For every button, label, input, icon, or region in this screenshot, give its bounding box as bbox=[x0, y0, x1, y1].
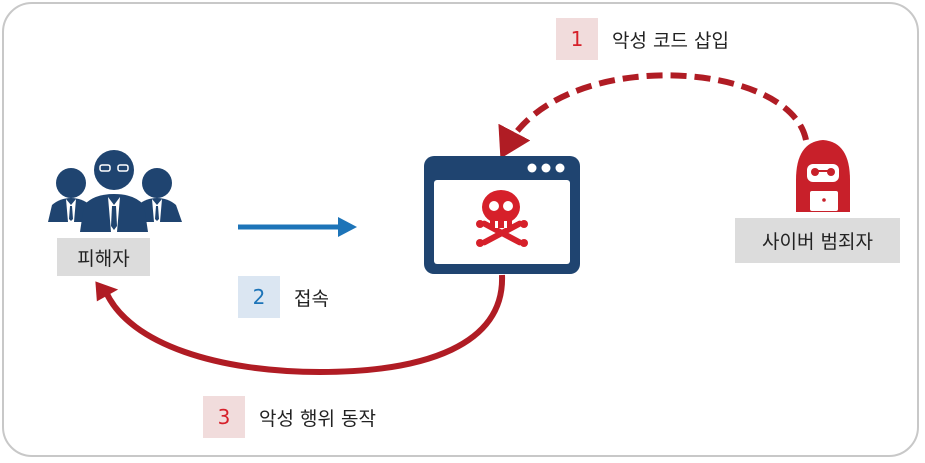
access-arrow bbox=[238, 217, 357, 237]
step-number-badge: 2 bbox=[238, 276, 280, 318]
step-access: 2 접속 bbox=[238, 276, 329, 318]
step-text: 악성 행위 동작 bbox=[259, 407, 376, 430]
malicious-action-arrow bbox=[95, 274, 506, 376]
step-text: 악성 코드 삽입 bbox=[612, 29, 729, 52]
attacker-label: 사이버 범죄자 bbox=[735, 218, 900, 263]
step-inject: 1 악성 코드 삽입 bbox=[556, 18, 729, 60]
inject-arrow bbox=[498, 72, 809, 159]
step-text: 접속 bbox=[294, 287, 329, 310]
step-number-badge: 3 bbox=[203, 396, 245, 438]
step-malicious-action: 3 악성 행위 동작 bbox=[203, 396, 376, 438]
step-number-badge: 1 bbox=[556, 18, 598, 60]
victim-label: 피해자 bbox=[57, 238, 150, 276]
skull-icon bbox=[476, 190, 528, 247]
